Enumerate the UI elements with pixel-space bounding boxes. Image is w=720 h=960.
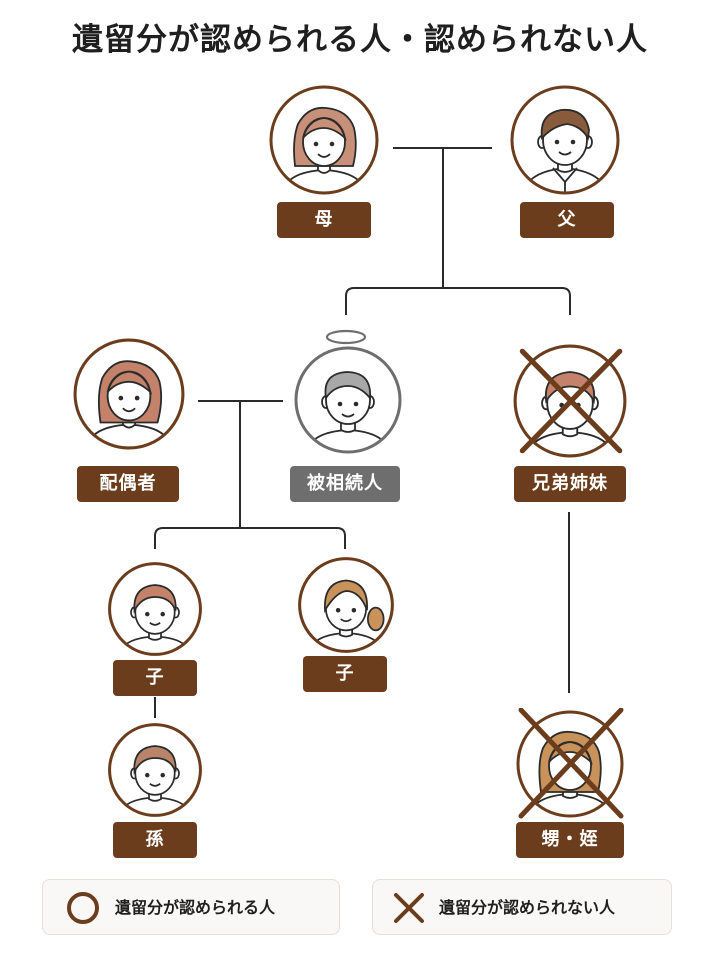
siblings-label: 兄弟姉妹 [514,466,626,502]
cross-icon [394,893,424,923]
siblings-avatar [513,344,627,458]
father-avatar [510,85,620,195]
legend-allowed: 遺留分が認められる人 [42,879,340,935]
spouse-avatar [73,338,185,450]
mother-avatar [269,85,379,195]
grandchild-label: 孫 [113,822,197,858]
deceased-avatar [294,329,402,454]
mother-label: 母 [277,202,371,238]
circle-icon [67,892,99,924]
nephew-niece-avatar [516,708,624,819]
deceased-label: 被相続人 [290,466,400,502]
child1-avatar [108,562,202,656]
legend-not-allowed-text: 遺留分が認められない人 [439,898,616,917]
halo-icon [325,329,367,345]
child1-label: 子 [113,660,197,696]
spouse-label: 配偶者 [77,466,179,502]
nephew-niece-label: 甥・姪 [516,822,624,858]
couple-children-bracket [154,527,346,549]
legend-not-allowed: 遺留分が認められない人 [372,879,672,935]
parents-children-bracket [345,287,571,315]
legend-allowed-text: 遺留分が認められる人 [115,898,276,917]
child2-avatar [298,557,394,653]
cross-mark-icon [519,348,623,454]
page-title: 遺留分が認められる人・認められない人 [72,22,648,58]
cross-mark-icon [518,708,624,819]
child2-label: 子 [303,656,387,692]
father-label: 父 [520,202,614,238]
grandchild-avatar [108,723,202,817]
